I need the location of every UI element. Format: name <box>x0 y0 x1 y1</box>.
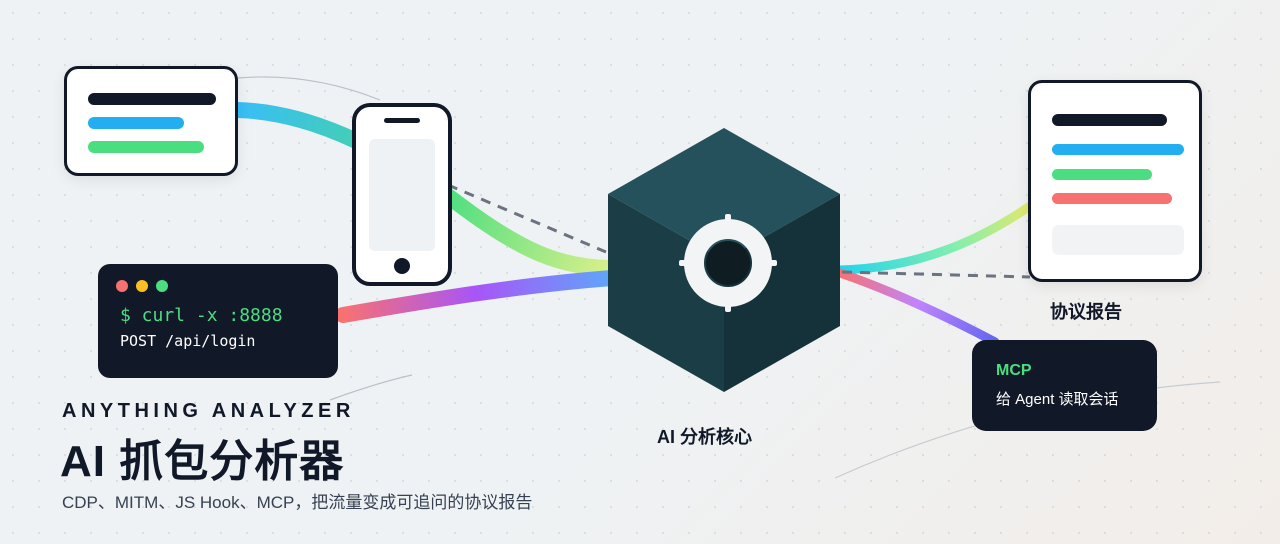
page-title: AI 抓包分析器 <box>60 437 345 486</box>
flow-browser-to-core <box>229 102 620 276</box>
terminal-dot-green <box>156 280 168 292</box>
report-line-green <box>1052 169 1152 180</box>
browser-line-blue <box>88 117 184 129</box>
report-line-blue <box>1052 144 1184 155</box>
flow-core-to-mcp <box>835 268 1000 347</box>
phone-speaker <box>384 118 420 123</box>
browser-window-icon <box>64 66 238 176</box>
terminal-dot-red <box>116 280 128 292</box>
phone-screen <box>369 139 435 251</box>
decorative-arc-bottom <box>329 374 413 401</box>
flow-terminal-to-core <box>335 270 620 323</box>
flow-core-to-report-dashed <box>841 270 1031 279</box>
terminal-icon: $ curl -x :8888 POST /api/login <box>98 264 338 378</box>
brand-name-en: ANYTHING ANALYZER <box>62 400 355 422</box>
report-block <box>1052 225 1184 255</box>
core-label: AI 分析核心 <box>657 427 753 447</box>
terminal-request: POST /api/login <box>120 332 256 350</box>
mcp-title: MCP <box>996 362 1032 379</box>
page-subtitle: CDP、MITM、JS Hook、MCP，把流量变成可追问的协议报告 <box>62 493 533 512</box>
browser-line-dark <box>88 93 216 105</box>
flow-core-to-report <box>835 201 1035 275</box>
mcp-description: 给 Agent 读取会话 <box>996 391 1119 408</box>
phone-home-button <box>394 258 410 274</box>
terminal-dot-yellow <box>136 280 148 292</box>
browser-line-green <box>88 141 204 153</box>
report-line-dark <box>1052 114 1167 126</box>
report-line-coral <box>1052 193 1172 204</box>
target-icon <box>679 214 777 312</box>
decorative-arc-top <box>237 76 381 101</box>
mcp-panel: MCP 给 Agent 读取会话 <box>972 340 1157 431</box>
phone-icon <box>352 103 452 286</box>
report-label: 协议报告 <box>1050 302 1122 322</box>
terminal-command: $ curl -x :8888 <box>120 305 283 326</box>
report-document-icon <box>1028 80 1202 282</box>
